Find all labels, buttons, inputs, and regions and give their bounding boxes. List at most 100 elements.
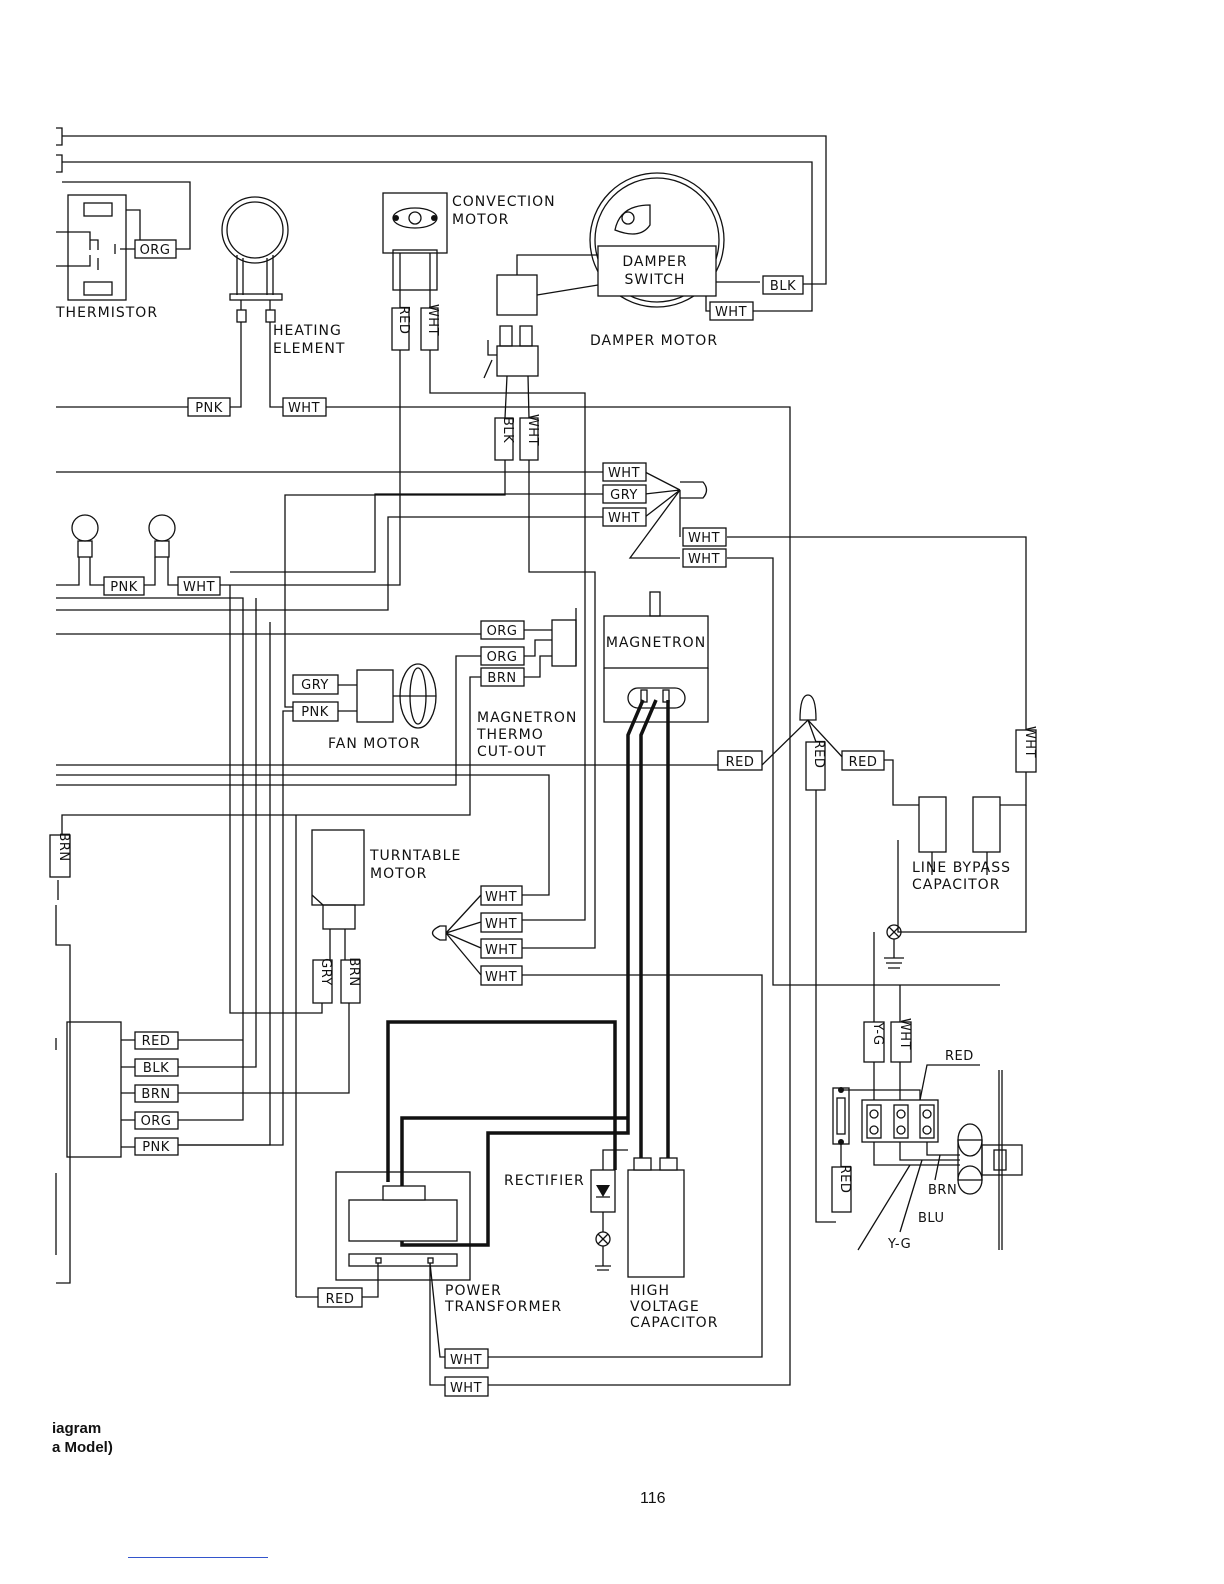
wire-tag-vertical: WHT xyxy=(890,1018,912,1063)
caption-line-1: iagram xyxy=(52,1420,102,1437)
wire-tag: WHT xyxy=(480,965,523,986)
bypass-label-1: LINE BYPASS xyxy=(912,860,1011,876)
wire-tag-label: RED xyxy=(726,755,755,770)
wire-tag-label: BRN xyxy=(141,1087,170,1102)
wire-tag-label: PNK xyxy=(142,1140,170,1155)
wire-tag: BRN xyxy=(480,667,525,687)
wire-tag: PNK xyxy=(187,397,231,417)
upper-connector xyxy=(56,471,1027,986)
wire-tag: WHT xyxy=(444,1348,489,1369)
wire-tag-label: PNK xyxy=(110,580,138,595)
turntable-label-2: MOTOR xyxy=(370,866,427,882)
wire-tag-label: PNK xyxy=(195,401,223,416)
transformer-label-2: TRANSFORMER xyxy=(444,1299,562,1315)
high-voltage-wires xyxy=(386,699,670,1247)
wire-tag-vertical: RED xyxy=(391,306,411,351)
power-transformer: POWER TRANSFORMER xyxy=(295,815,562,1386)
wire-tag: PNK xyxy=(292,701,339,722)
damper-motor-label: DAMPER MOTOR xyxy=(590,333,718,349)
wire-tag: BLK xyxy=(134,1058,179,1077)
terminal-block xyxy=(832,1062,1023,1251)
wire-tag: ORG xyxy=(480,646,525,666)
wire-tag-vertical: GRY xyxy=(312,958,333,1004)
hv-cap-label-1: HIGH xyxy=(630,1283,670,1299)
transformer-label-1: POWER xyxy=(445,1283,502,1299)
wire-tag-label: GRY xyxy=(301,678,329,693)
wire-tag-vertical: RED xyxy=(831,1165,852,1213)
wire-tag: ORG xyxy=(134,1111,179,1130)
wire-tag-label: ORG xyxy=(141,1114,172,1129)
wire-tag: GRY xyxy=(602,484,647,504)
wire-tag-label: ORG xyxy=(487,624,518,639)
wire-tag-vertical: WHT xyxy=(1015,726,1037,773)
wire-tag-label: WHT xyxy=(688,552,720,567)
damper-switch-label-1: DAMPER xyxy=(622,254,687,270)
wire-tag: WHT xyxy=(602,462,647,482)
wire-tag: WHT xyxy=(480,938,523,959)
thermistor-label: THERMISTOR xyxy=(55,305,158,321)
wire-tag: ORG xyxy=(134,239,177,259)
wire-tag-label: RED xyxy=(837,1165,852,1194)
magnetron: MAGNETRON xyxy=(603,591,709,723)
wire-tag-label: Y-G xyxy=(887,1237,911,1252)
wire-tag-label: WHT xyxy=(183,580,215,595)
top-frame-wires xyxy=(56,127,827,312)
thermo-label-1: MAGNETRON xyxy=(477,710,577,726)
wire-tag-label: WHT xyxy=(485,943,517,958)
wire-tag: WHT xyxy=(444,1376,489,1397)
heating-element: HEATING ELEMENT xyxy=(56,196,791,1386)
wire-tag-label: RED xyxy=(945,1049,974,1064)
footer-rule xyxy=(128,1557,268,1558)
wire-tag-label: WHT xyxy=(608,511,640,526)
wire-tag-label: ORG xyxy=(487,650,518,665)
hv-cap-label-3: CAPACITOR xyxy=(630,1315,718,1331)
wire-tag-label: WHT xyxy=(450,1353,482,1368)
wire-tag: BRN xyxy=(134,1084,179,1103)
heating-element-label-2: ELEMENT xyxy=(273,341,345,357)
wire-tag: WHT xyxy=(682,527,727,547)
wire-tag-vertical: BRN xyxy=(340,957,361,1004)
magnetron-label: MAGNETRON xyxy=(606,635,706,651)
wire-tag-label: WHT xyxy=(715,305,747,320)
wire-tag-label: BRN xyxy=(56,832,71,861)
wire-tag: RED xyxy=(717,750,763,771)
left-wire-block xyxy=(49,597,271,1284)
rectifier-label: RECTIFIER xyxy=(504,1173,585,1189)
wire-tag: WHT xyxy=(480,912,523,933)
wire-tag-vertical: BLK xyxy=(494,417,515,461)
wire-tag-label: BLK xyxy=(770,279,796,294)
caption-line-2: a Model) xyxy=(52,1439,113,1456)
wire-tag-label: BLK xyxy=(143,1061,169,1076)
wire-tag-label: BLU xyxy=(918,1211,945,1226)
wire-tag-vertical: WHT xyxy=(420,304,440,351)
wire-tag: WHT xyxy=(602,507,647,527)
wire-tag-label: WHT xyxy=(485,970,517,985)
hv-capacitor: HIGH VOLTAGE CAPACITOR xyxy=(627,1157,718,1331)
turntable-motor: TURNTABLE MOTOR xyxy=(178,585,461,1094)
bypass-label-2: CAPACITOR xyxy=(912,877,1000,893)
wire-tag-vertical: RED xyxy=(805,740,826,791)
wire-tag-label: RED xyxy=(811,740,826,769)
thermistor: THERMISTOR xyxy=(55,181,191,321)
wire-tag: PNK xyxy=(103,576,145,596)
wire-tag-vertical: Y-G xyxy=(863,1021,885,1063)
wire-tag-label: RED xyxy=(396,306,411,335)
wire-tag: GRY xyxy=(292,674,339,695)
wire-tag-label: GRY xyxy=(610,488,638,503)
wire-tag: WHT xyxy=(682,548,727,568)
wire-tag-label: WHT xyxy=(688,531,720,546)
wire-tag-label: WHT xyxy=(288,401,320,416)
wire-tag: WHT xyxy=(177,576,221,596)
wire-tag-label: WHT xyxy=(425,304,440,336)
wire-tag-label: PNK xyxy=(301,705,329,720)
wire-tag-label: GRY xyxy=(318,958,333,986)
wire-tag: PNK xyxy=(134,1137,179,1156)
wire-tag-label: RED xyxy=(142,1034,171,1049)
wire-tag-label: BRN xyxy=(928,1183,957,1198)
turntable-label-1: TURNTABLE xyxy=(369,848,461,864)
convection-motor: CONVECTION MOTOR xyxy=(220,192,586,921)
wire-tag: RED xyxy=(841,750,885,771)
damper-switch-label-2: SWITCH xyxy=(625,272,686,288)
thermo-label-3: CUT-OUT xyxy=(477,744,547,760)
